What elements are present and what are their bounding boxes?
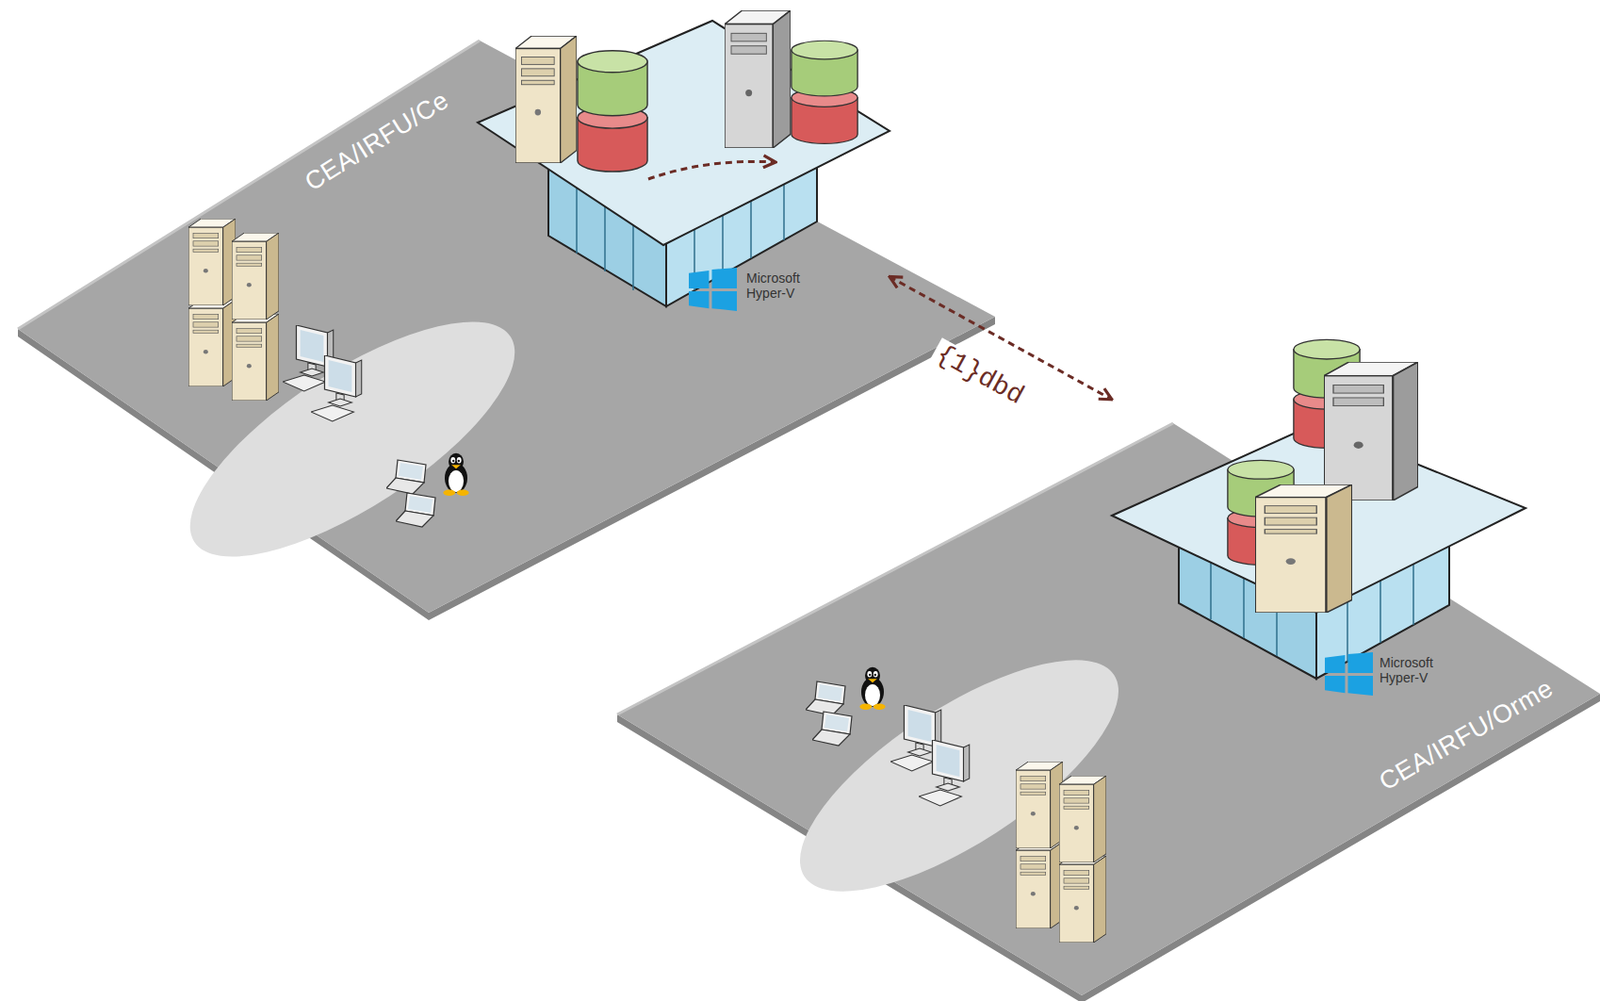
windows-logo [688,267,737,311]
server-tower [1059,855,1107,943]
hypervisor-platform: Microsoft Hyper-V [477,4,890,322]
laptop [812,711,852,746]
workstation-zone [767,618,1151,933]
workstation-zone [157,279,548,600]
linux-logo [442,453,469,496]
edge-label-anchor: {1}dbd [928,337,1032,413]
laptop [395,492,436,527]
site-plane: CEA/IRFU/OrmeMicrosoft Hyper-V [612,329,1600,1001]
server-tower [724,10,791,148]
server-tower [231,313,279,401]
server-tower [1255,484,1353,613]
text-anchor: Microsoft Hyper-V [746,270,832,301]
cabinet-rack [575,178,578,254]
plane-outline [612,329,1600,1001]
server-tower [1323,361,1419,501]
database [791,40,858,144]
edge-label: {1}dbd [928,337,1032,413]
windows-logo [1324,652,1373,696]
platform-outline [1111,325,1526,703]
server-tower [188,218,236,306]
plane-rim [17,40,480,329]
server-tower [1015,761,1063,849]
server-tower [515,35,577,164]
plane-surface [617,423,1600,996]
platform-top [477,20,890,245]
workstation [890,704,942,771]
plane-rim [617,423,1174,715]
platform-top [1111,423,1526,613]
platform-outline [477,4,890,322]
platform-label: Microsoft Hyper-V [746,270,832,301]
sync-arrow [648,161,776,180]
server-tower [1059,775,1107,863]
hypervisor-platform: Microsoft Hyper-V [1111,325,1526,703]
site-plane: CEA/IRFU/CeMicrosoft Hyper-V [14,14,999,622]
laptop [386,459,426,494]
database [1227,459,1294,565]
workstation [918,739,970,806]
linux-logo [859,667,885,710]
workstation [282,325,334,392]
database [577,50,648,172]
text-anchor: Microsoft Hyper-V [1379,654,1465,686]
server-tower [188,299,236,387]
cabinet-rack [1379,571,1382,643]
server-tower [231,232,279,320]
laptop [805,681,846,716]
cabinet-rack [1346,590,1349,662]
cabinet-rack [1275,585,1278,656]
plane-outline [14,14,999,622]
workstation [310,355,362,422]
server-tower [1015,841,1063,929]
database [1293,339,1360,448]
platform-label: Microsoft Hyper-V [1379,654,1465,686]
